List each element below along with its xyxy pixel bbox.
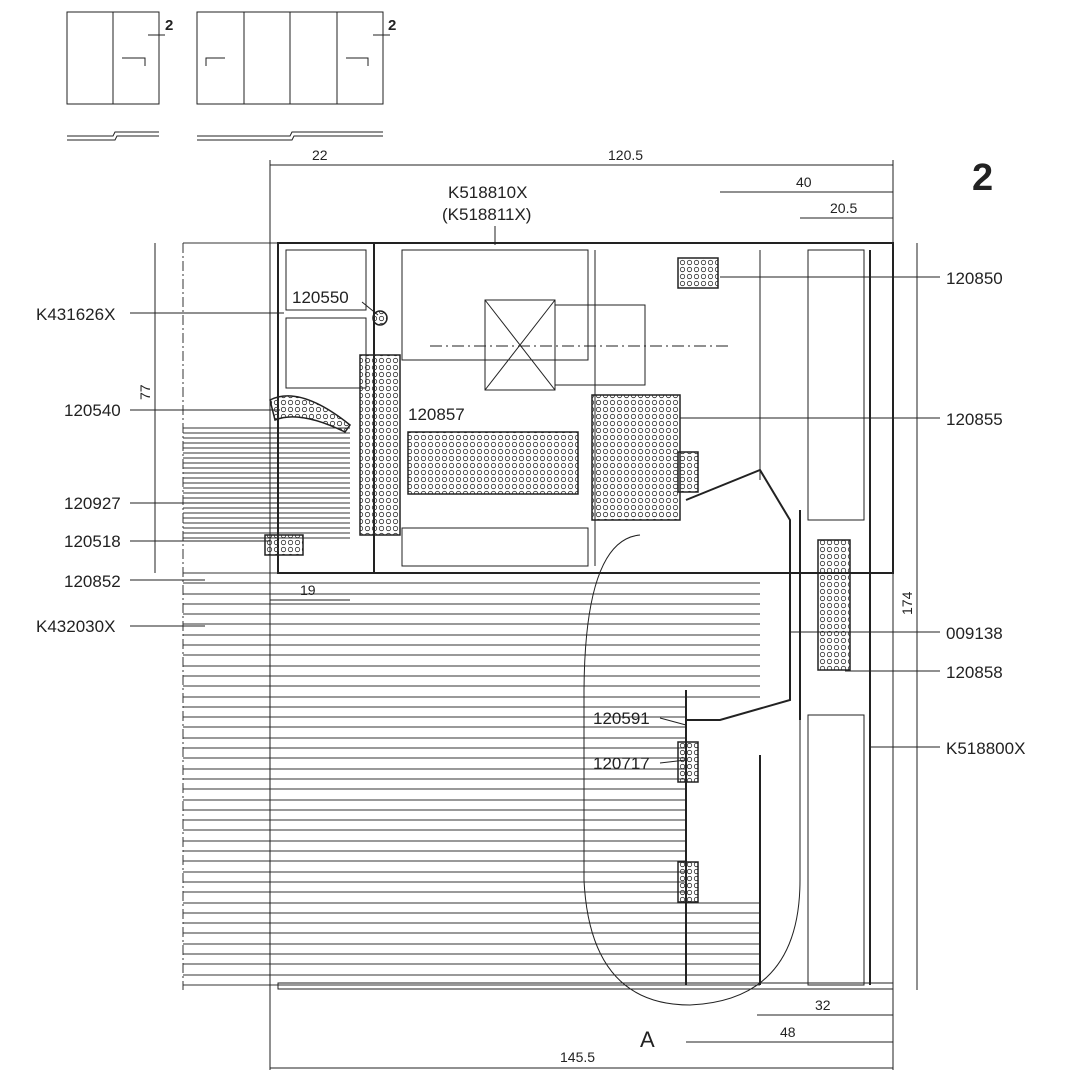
dimension-32: 32 (815, 997, 831, 1013)
dimension-40: 40 (796, 174, 812, 190)
glazing-hatch (182, 242, 760, 990)
section-number: 2 (972, 157, 993, 199)
dimension-19: 19 (300, 582, 316, 598)
part-label-120852: 120852 (64, 572, 121, 591)
part-label-top-profile: K518810X (448, 183, 527, 202)
dimension-174: 174 (899, 591, 915, 615)
part-label-120857: 120857 (408, 405, 465, 424)
part-label-120858: 120858 (946, 663, 1003, 682)
dimension-22: 22 (312, 147, 328, 163)
section-mark: 2 (388, 17, 396, 34)
part-label-120850: 120850 (946, 269, 1003, 288)
dimension-48: 48 (780, 1024, 796, 1040)
part-label-120550: 120550 (292, 288, 349, 307)
dimension-lines (154, 160, 918, 1070)
part-label-120518: 120518 (64, 532, 121, 551)
part-label-120591: 120591 (593, 709, 650, 728)
part-label-k432030x: K432030X (36, 617, 115, 636)
part-label-k431626x: K431626X (36, 305, 115, 324)
section-mark: 2 (165, 17, 173, 34)
insulation-foam (264, 257, 851, 903)
detail-marker-a: A (640, 1027, 655, 1052)
part-label-120927: 120927 (64, 494, 121, 513)
part-label-120855: 120855 (946, 410, 1003, 429)
part-label-top-profile-alt: (K518811X) (442, 205, 531, 224)
part-label-k518800x: K518800X (946, 739, 1025, 758)
elevation-left: 2 (66, 11, 173, 141)
elevation-right: 2 (196, 11, 396, 141)
dimension-20-5: 20.5 (830, 200, 857, 216)
leader-lines (130, 226, 940, 764)
dimension-145-5: 145.5 (560, 1049, 595, 1065)
part-label-120540: 120540 (64, 401, 121, 420)
dimension-77: 77 (137, 384, 153, 400)
part-label-009138: 009138 (946, 624, 1003, 643)
part-label-120717: 120717 (593, 754, 650, 773)
dimension-120-5: 120.5 (608, 147, 643, 163)
